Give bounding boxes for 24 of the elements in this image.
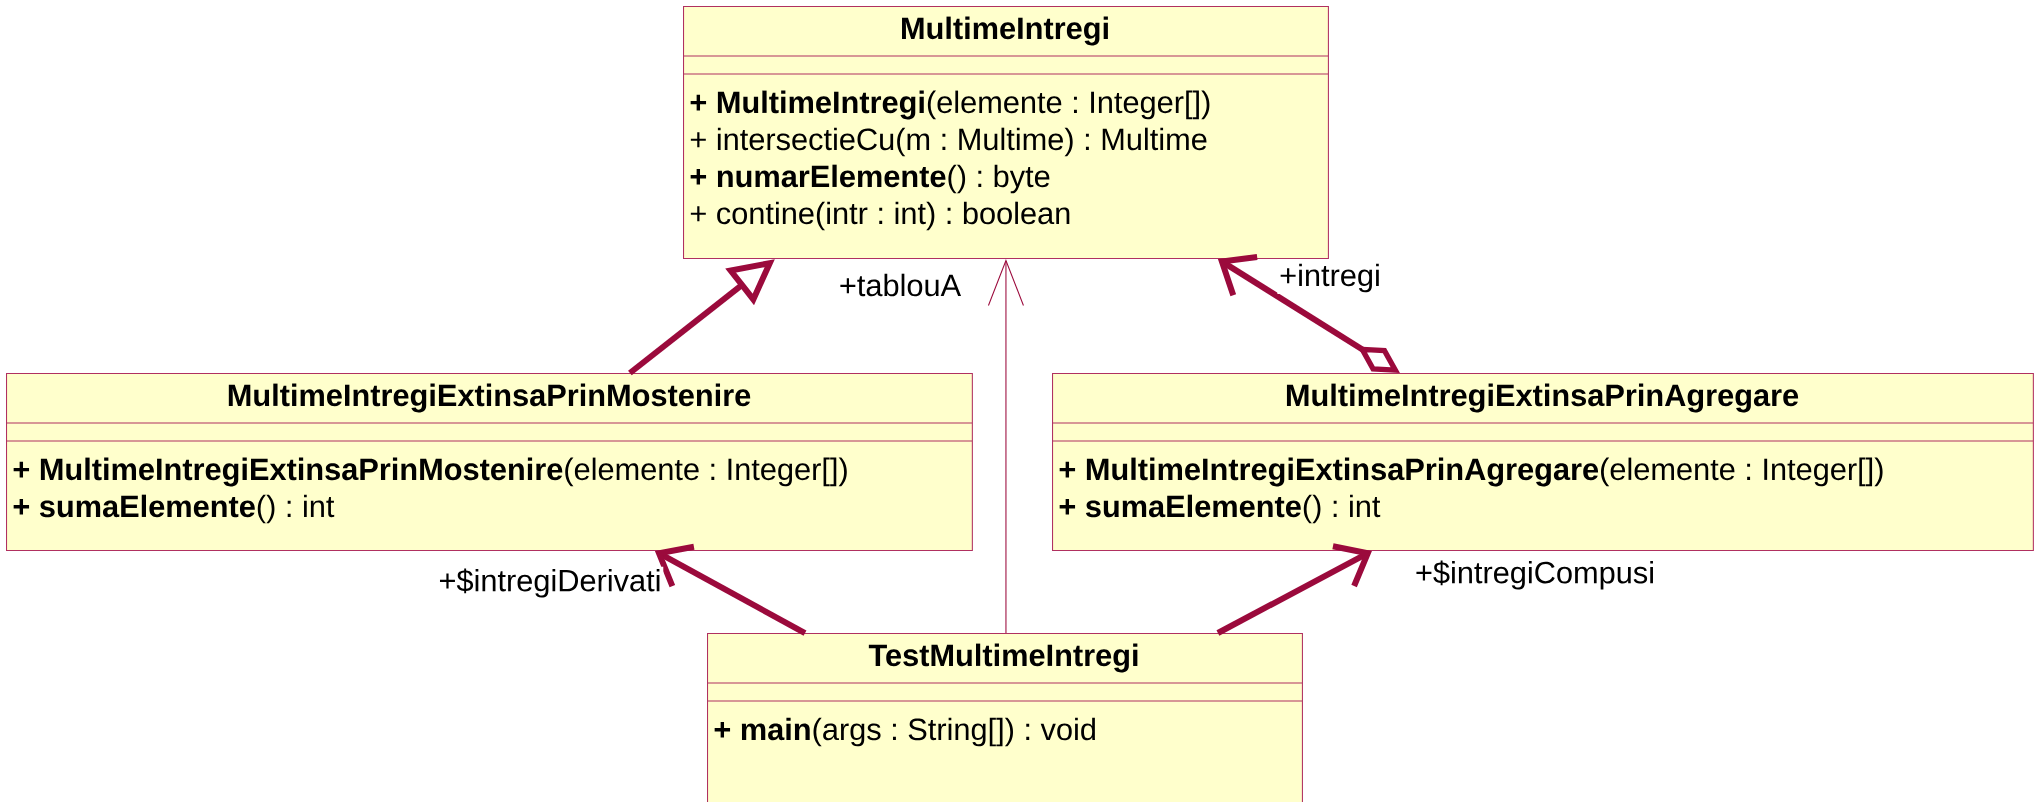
method-signature: + MultimeIntregiExtinsaPrinAgregare(elemente : Integer[]) [1059,457,1883,487]
method-signature: + contine(intr : int) : boolean [690,201,1070,231]
role-label: +$intregiCompusi [1413,558,1657,592]
class-box [682,6,1329,259]
method-signature: + sumaElemente() : int [1059,494,1381,524]
class-name: MultimeIntregi [902,16,1108,46]
association-arrow [987,259,1024,634]
class-box [5,373,973,552]
role-label: +$intregiDerivati [436,566,664,600]
association-arrow [654,543,807,636]
class-box [1051,373,2034,552]
method-signature: + main(args : String[]) : void [714,717,1095,747]
class-name: MultimeIntregiExtinsaPrinAgregare [1286,383,1799,413]
method-signature: + intersectieCu(m : Multime) : Multime [690,127,1207,157]
method-signature: + MultimeIntregi(elemente : Integer[]) [690,90,1210,120]
method-signature: + MultimeIntregiExtinsaPrinMostenire(elemente : Integer[]) [13,457,847,487]
role-label: +tablouA [837,271,963,299]
class-name: MultimeIntregiExtinsaPrinMostenire [228,383,751,413]
method-signature: + numarElemente() : byte [690,164,1050,194]
class-box [706,633,1303,802]
method-signature: + sumaElemente() : int [13,494,335,524]
class-name: TestMultimeIntregi [868,643,1138,673]
association-arrow [1216,543,1372,636]
role-label: +intregi [1277,261,1383,295]
